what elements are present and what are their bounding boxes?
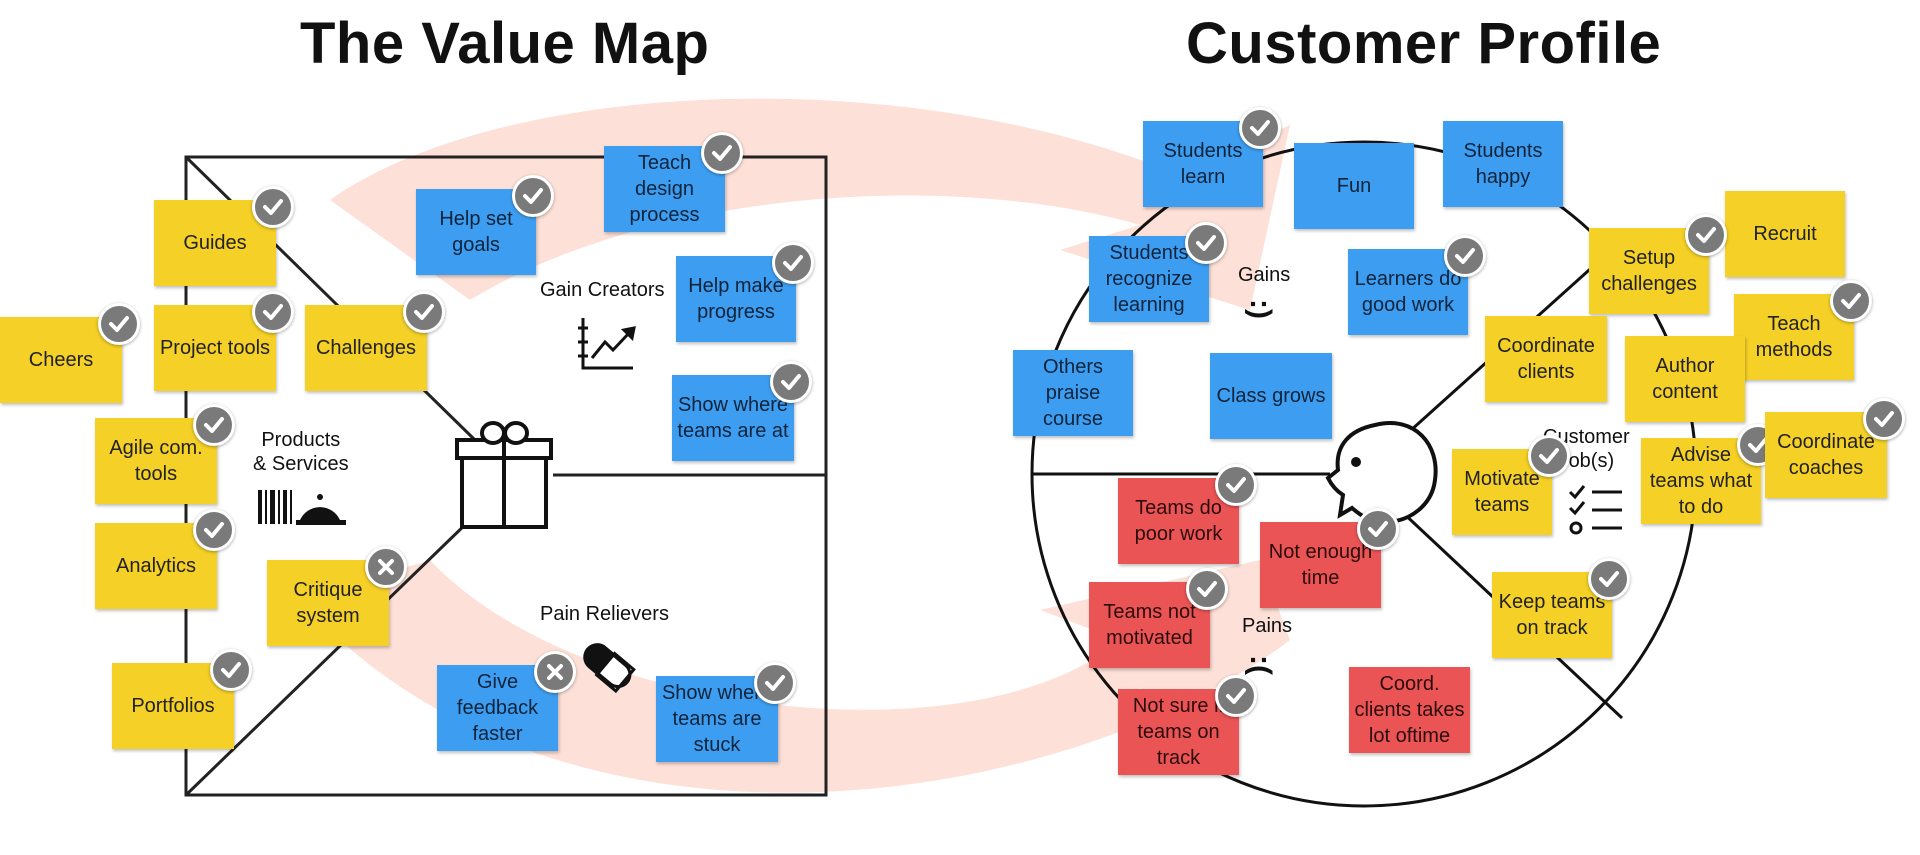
sticky-note-text: Teach design process: [629, 152, 700, 226]
sticky-note-text: Motivate teams: [1464, 468, 1540, 516]
sticky-note-text: Advise teams what to do: [1649, 444, 1753, 518]
sticky-note-text: Challenges: [315, 337, 417, 359]
cross-icon: [534, 651, 576, 693]
check-icon: [1186, 568, 1228, 610]
check-icon: [98, 303, 140, 345]
sticky-note-text: Analytics: [115, 555, 197, 577]
sticky-note-coordinate-clients[interactable]: Coordinate clients: [1485, 316, 1607, 402]
sticky-note-text: Students happy: [1463, 140, 1543, 188]
check-icon: [210, 649, 252, 691]
sticky-note-cheers[interactable]: Cheers: [0, 317, 122, 403]
checklist-icon: [1568, 485, 1622, 535]
check-icon: [772, 242, 814, 284]
sticky-note-students-recognize-learning[interactable]: Students recognize learning: [1089, 236, 1209, 322]
gains-label: Gains: [1238, 264, 1291, 286]
check-icon: [1685, 214, 1727, 256]
sticky-note-others-praise-course[interactable]: Others praise course: [1013, 350, 1133, 436]
sticky-note-guides[interactable]: Guides: [154, 200, 276, 286]
check-icon: [512, 175, 554, 217]
value-map-title: The Value Map: [300, 11, 710, 76]
sticky-note-text: Not enough time: [1268, 541, 1373, 589]
sticky-note-text: Critique system: [293, 579, 363, 627]
cross-icon: [365, 546, 407, 588]
check-icon: [1863, 398, 1905, 440]
check-icon: [403, 291, 445, 333]
sticky-note-text: Agile com. tools: [109, 437, 203, 485]
sticky-note-text: Coordinate clients: [1497, 335, 1595, 383]
sticky-note-text: Not sure if teams on track: [1132, 695, 1225, 769]
sticky-note-text: Help make progress: [688, 275, 784, 323]
sticky-note-help-make-progress[interactable]: Help make progress: [676, 256, 796, 342]
sticky-note-text: Setup challenges: [1601, 247, 1697, 295]
check-icon: [1215, 675, 1257, 717]
check-icon: [1357, 508, 1399, 550]
pill-icon: [583, 643, 636, 694]
check-icon: [1239, 107, 1281, 149]
check-icon: [770, 361, 812, 403]
value-map-square: [184, 155, 828, 797]
sticky-note-text: Teach methods: [1755, 313, 1833, 361]
sticky-note-text: Keep teams on track: [1498, 591, 1606, 639]
sticky-note-text: Coord. clients takes lot oftime: [1354, 673, 1465, 747]
products-services-icon: [258, 490, 346, 525]
gift-icon: [455, 421, 553, 529]
products-services-label: Products & Services: [253, 429, 349, 475]
check-icon: [1444, 235, 1486, 277]
sticky-note-text: Guides: [183, 232, 247, 254]
check-icon: [1528, 435, 1570, 477]
sticky-note-text: Help set goals: [439, 208, 513, 256]
check-icon: [252, 291, 294, 333]
sticky-note-text: Students learn: [1163, 140, 1243, 188]
sticky-note-text: Teams not motivated: [1103, 601, 1196, 649]
sticky-note-coord-clients-takes-lot-of-time[interactable]: Coord. clients takes lot oftime: [1349, 667, 1470, 753]
sticky-note-text: Class grows: [1216, 385, 1326, 407]
pains-label: Pains: [1242, 615, 1293, 637]
chart-up-icon: [578, 318, 636, 370]
sticky-note-text: Others praise course: [1042, 356, 1104, 430]
sticky-note-students-happy[interactable]: Students happy: [1443, 121, 1563, 207]
sticky-note-text: Teams do poor work: [1134, 497, 1223, 545]
sticky-note-text: Project tools: [159, 337, 271, 359]
smile-face-icon: :): [1243, 299, 1277, 319]
sticky-note-teams-not-motivated[interactable]: Teams not motivated: [1089, 582, 1210, 668]
check-icon: [1588, 558, 1630, 600]
sticky-note-teach-methods[interactable]: Teach methods: [1734, 294, 1854, 380]
sticky-note-text: Show where teams are at: [677, 394, 789, 442]
pain-relievers-label: Pain Relievers: [540, 603, 669, 625]
check-icon: [754, 662, 796, 704]
sticky-note-text: Show where teams are stuck: [661, 682, 773, 756]
sticky-note-text: Author content: [1652, 355, 1718, 403]
sticky-note-class-grows[interactable]: Class grows: [1210, 353, 1332, 439]
check-icon: [1830, 280, 1872, 322]
customer-head-icon: [1325, 421, 1438, 525]
check-icon: [252, 186, 294, 228]
check-icon: [193, 509, 235, 551]
sticky-note-recruit[interactable]: Recruit: [1725, 191, 1845, 277]
cycle-arrow: [330, 98, 1290, 310]
sticky-note-text: Students recognize learning: [1105, 242, 1193, 316]
sticky-note-author-content[interactable]: Author content: [1625, 336, 1745, 422]
sticky-note-text: Coordinate coaches: [1777, 431, 1875, 479]
customer-profile-title: Customer Profile: [1186, 11, 1662, 76]
sticky-note-project-tools[interactable]: Project tools: [154, 305, 276, 391]
customer-jobs-label: Customer Job(s): [1543, 426, 1630, 472]
sticky-note-text: Learners do good work: [1354, 268, 1462, 316]
sticky-note-text: Cheers: [28, 349, 94, 371]
check-icon: [701, 132, 743, 174]
check-icon: [193, 404, 235, 446]
check-icon: [1215, 464, 1257, 506]
sticky-note-text: Give feedback faster: [456, 671, 539, 745]
sticky-note-text: Fun: [1336, 175, 1372, 197]
sticky-note-fun[interactable]: Fun: [1294, 143, 1414, 229]
frown-face-icon: :(: [1243, 655, 1277, 675]
gain-creators-label: Gain Creators: [540, 279, 665, 301]
sticky-note-text: Recruit: [1753, 223, 1817, 245]
check-icon: [1185, 222, 1227, 264]
sticky-note-text: Portfolios: [131, 695, 215, 717]
